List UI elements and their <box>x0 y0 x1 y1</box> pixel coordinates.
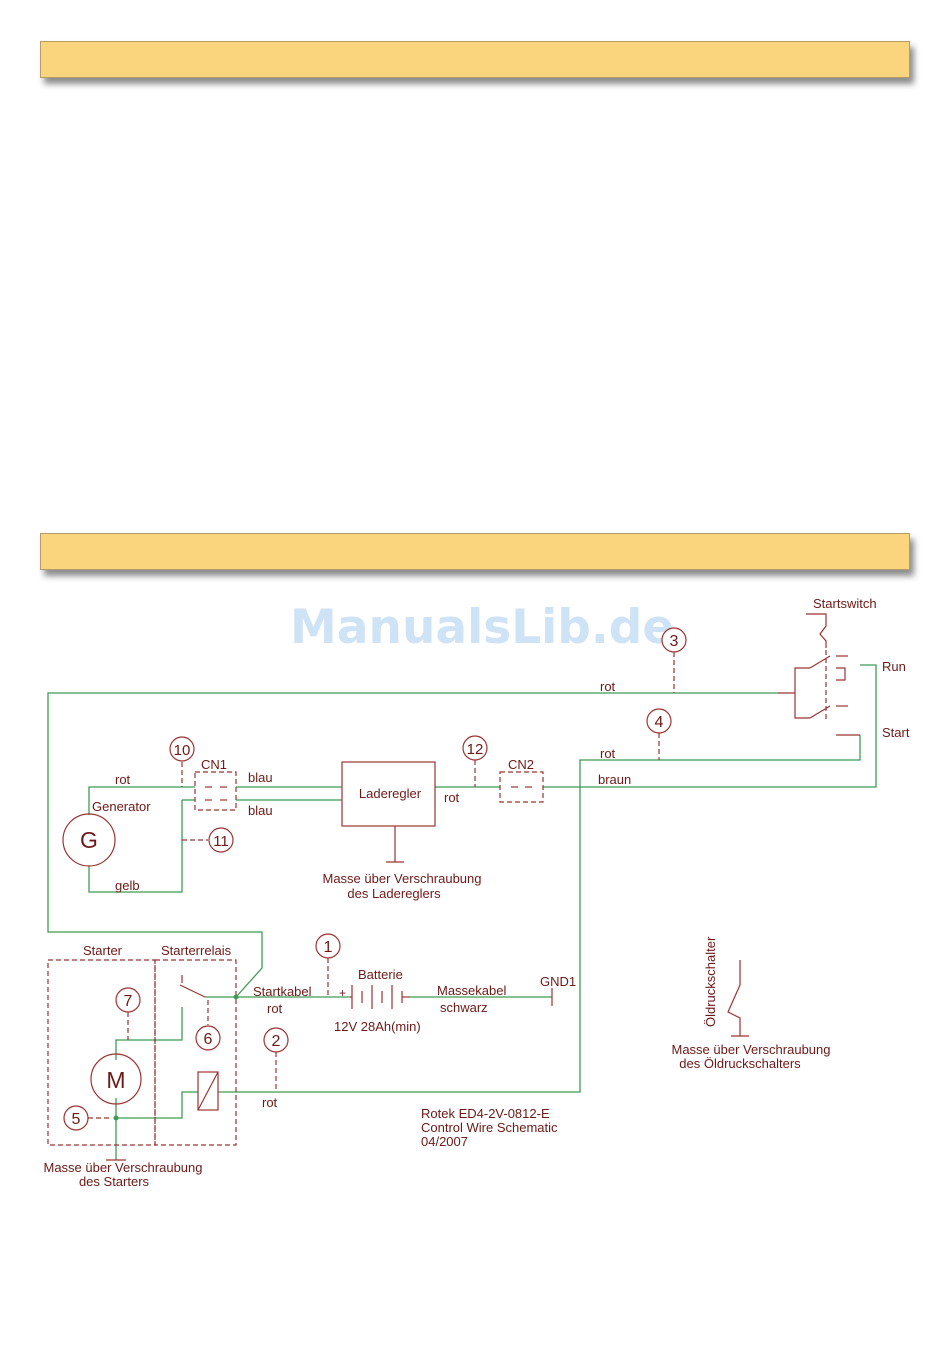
label-masse-lr-2: des Ladereglers <box>347 886 441 901</box>
callout-10: 10 <box>174 742 191 759</box>
wires <box>47 664 877 1160</box>
startswitch-contact-start <box>809 705 831 719</box>
label-cn2: CN2 <box>508 757 534 772</box>
callout-circle <box>63 1105 89 1131</box>
label-gen-symbol: G <box>80 827 98 853</box>
relay-coil <box>197 1071 219 1111</box>
label-braun: braun <box>598 772 631 787</box>
motor-symbol <box>90 1053 142 1105</box>
callout-leaders <box>88 652 675 1119</box>
callout-circle <box>646 708 672 734</box>
label-rot-relay: rot <box>262 1095 278 1110</box>
label-gnd1: GND1 <box>540 974 576 989</box>
callout-circle <box>195 1025 221 1051</box>
connector-cn2 <box>499 771 544 803</box>
label-gelb: gelb <box>115 878 140 893</box>
startswitch-body <box>794 667 810 719</box>
oeldruckschalter-symbol <box>727 960 741 1036</box>
components <box>47 613 860 1161</box>
callout-1: 1 <box>324 939 333 956</box>
label-masse-lr-1: Masse über Verschraubung <box>323 871 482 886</box>
wire-rot-gen <box>88 786 195 815</box>
callout-2: 2 <box>272 1033 281 1050</box>
startswitch-contact-run <box>809 655 831 669</box>
label-battery-plus: + <box>339 986 346 1000</box>
label-starterrelais: Starterrelais <box>161 943 232 958</box>
callout-11: 11 <box>213 833 229 850</box>
callout-circle <box>115 987 141 1013</box>
header-banner-top <box>40 41 910 78</box>
label-startkabel: Startkabel <box>253 984 312 999</box>
callout-5: 5 <box>72 1111 81 1128</box>
label-run: Run <box>882 659 906 674</box>
wire-rot-top <box>47 692 778 998</box>
laderegler-box <box>341 761 436 827</box>
relay-coil-diag <box>197 1071 219 1111</box>
label-batterie: Batterie <box>358 967 403 982</box>
callout-4: 4 <box>655 714 664 731</box>
battery-symbol <box>350 985 410 1009</box>
label-masse-oel-1: Masse über Verschraubung <box>672 1042 831 1057</box>
callouts: 3 4 10 12 11 1 2 7 6 5 <box>63 627 687 1131</box>
label-motor-symbol: M <box>106 1067 125 1093</box>
watermark: ManualsLib.de <box>290 600 675 655</box>
wire-motor-ground <box>115 1091 198 1119</box>
connector-cn1 <box>194 771 237 811</box>
label-rot-top: rot <box>600 679 616 694</box>
header-banner-bottom <box>40 533 910 570</box>
label-schwarz: schwarz <box>440 1000 488 1015</box>
label-startswitch: Startswitch <box>813 596 877 611</box>
label-masse-st-1: Masse über Verschraubung <box>44 1160 203 1175</box>
label-massekabel: Massekabel <box>437 983 506 998</box>
wire-rot-start <box>218 735 861 1093</box>
generator-symbol <box>62 813 116 867</box>
callout-circle <box>263 1027 289 1053</box>
labels: Startswitch Run Start rot rot braun rot … <box>44 596 910 1189</box>
callout-circle <box>462 735 488 761</box>
startswitch-key <box>806 613 827 648</box>
callout-circle <box>208 827 234 853</box>
callout-3: 3 <box>670 633 679 650</box>
starter-box <box>47 959 156 1146</box>
label-battery-spec: 12V 28Ah(min) <box>334 1019 421 1034</box>
label-masse-st-2: des Starters <box>79 1174 150 1189</box>
callout-circle <box>661 627 687 653</box>
junction-dot <box>233 994 239 1000</box>
label-generator: Generator <box>92 799 151 814</box>
relay-switch-blade <box>179 984 206 998</box>
label-rot-sk: rot <box>267 1001 283 1016</box>
label-blau-1: blau <box>248 770 273 785</box>
wire-gelb <box>88 800 183 893</box>
label-blau-2: blau <box>248 803 273 818</box>
label-oeldruckschalter: Öldruckschalter <box>703 936 718 1027</box>
label-start: Start <box>882 725 910 740</box>
label-ref-3: 04/2007 <box>421 1134 468 1149</box>
label-ref-1: Rotek ED4-2V-0812-E <box>421 1106 550 1121</box>
starterrelais-box <box>154 959 237 1146</box>
wire-braun <box>543 664 877 788</box>
callout-circle <box>169 736 195 762</box>
label-rot-4: rot <box>600 746 616 761</box>
callout-circle <box>315 933 341 959</box>
label-masse-oel-2: des Öldruckschalters <box>679 1056 801 1071</box>
label-laderegler: Laderegler <box>359 786 422 801</box>
callout-6: 6 <box>204 1031 213 1048</box>
run-terminal-2 <box>836 667 846 681</box>
wire-motor-feed <box>115 1007 183 1060</box>
label-ref-2: Control Wire Schematic <box>421 1120 558 1135</box>
label-starter: Starter <box>83 943 123 958</box>
label-rot-gen: rot <box>115 772 131 787</box>
label-cn1: CN1 <box>201 757 227 772</box>
label-rot-lr: rot <box>444 790 460 805</box>
junction-dot <box>113 1115 119 1121</box>
callout-12: 12 <box>467 741 484 758</box>
callout-7: 7 <box>124 993 133 1010</box>
